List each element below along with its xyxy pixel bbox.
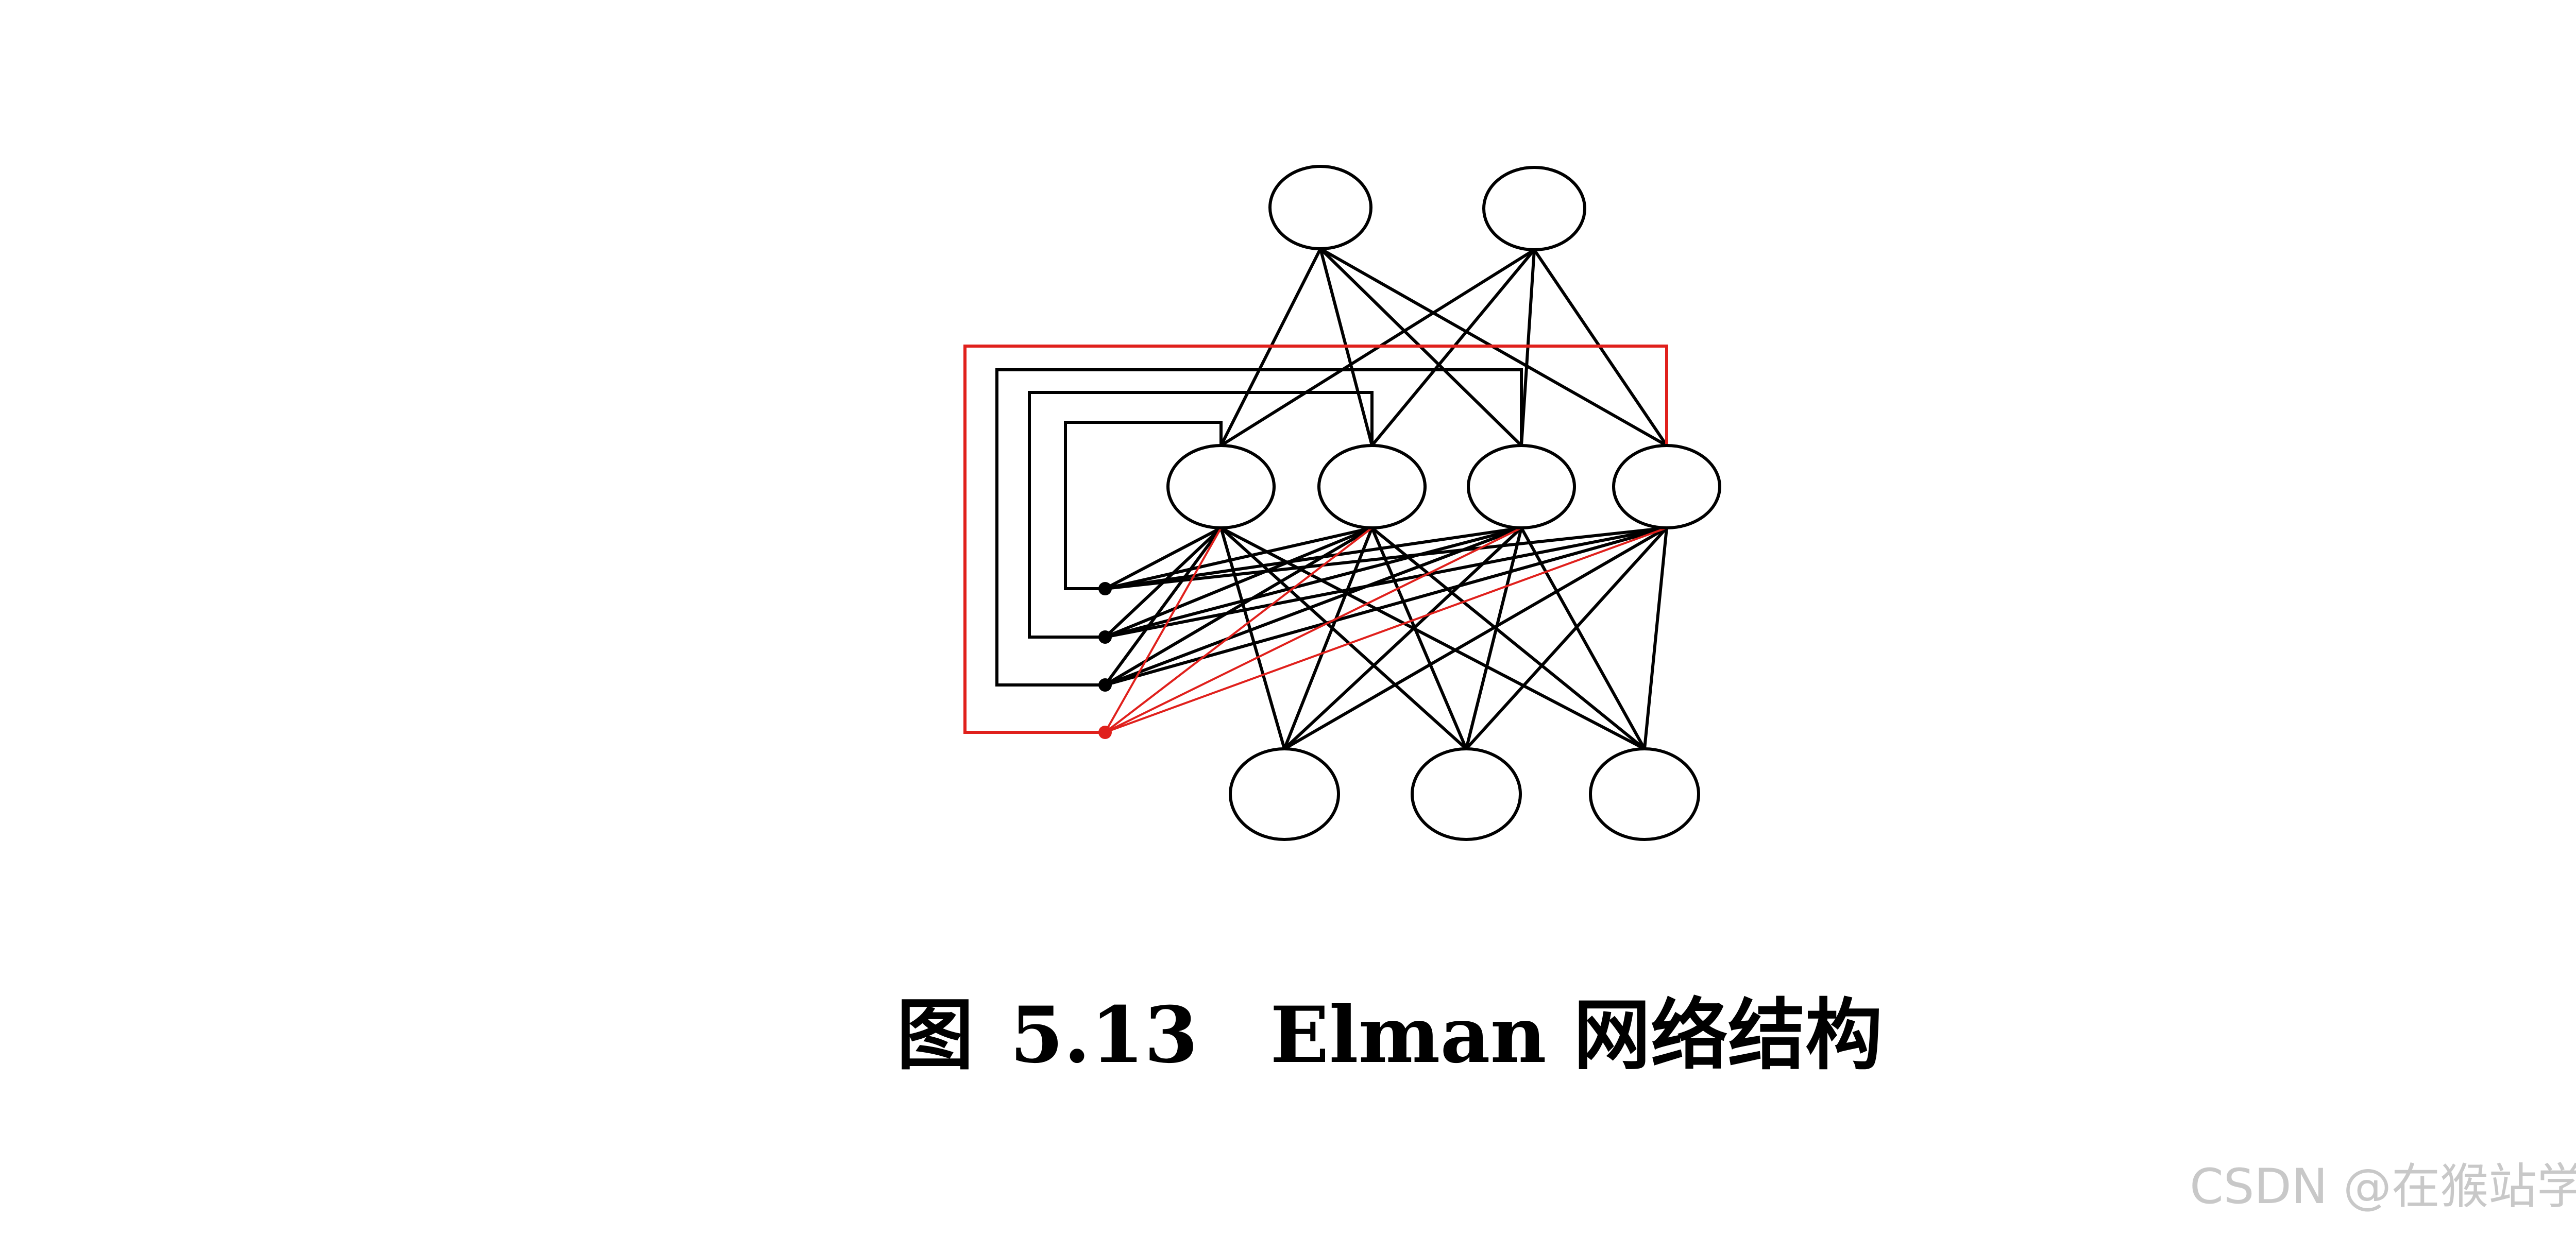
- input-neuron-3: [1589, 747, 1700, 841]
- edge-hidden-1-input-1: [1219, 526, 1286, 750]
- edge-hidden-4-input-3: [1643, 526, 1668, 750]
- edge-context-4-hidden-1: [1104, 527, 1222, 733]
- recurrent-loop-2: [1028, 391, 1374, 639]
- edge-hidden-4-input-2: [1465, 526, 1668, 750]
- hidden-neuron-1: [1166, 444, 1276, 529]
- edge-hidden-2-input-1: [1283, 526, 1374, 750]
- recurrent-loops: [963, 345, 1668, 734]
- edge-context-2-hidden-3: [1104, 526, 1523, 639]
- context-unit-3: [1098, 678, 1112, 692]
- nodes: [1098, 165, 1721, 841]
- output-neuron-2: [1482, 166, 1586, 251]
- edge-context-2-hidden-2: [1104, 526, 1374, 639]
- context-unit-1: [1098, 582, 1112, 595]
- edge-context-4-hidden-3: [1104, 527, 1522, 733]
- edge-context-1-hidden-4: [1104, 526, 1668, 590]
- figure-label: 图: [896, 990, 974, 1080]
- edge-hidden-3-input-1: [1283, 526, 1523, 750]
- watermark: CSDN @在猴站学知识: [2190, 1159, 2576, 1215]
- recurrent-loop-1: [1064, 421, 1223, 590]
- input-neuron-1: [1229, 747, 1340, 841]
- edge-context-3-hidden-2: [1104, 526, 1374, 687]
- edge-context-4-hidden-2: [1104, 527, 1373, 733]
- edge-context-4-hidden-4: [1104, 527, 1668, 733]
- hidden-neuron-4: [1612, 444, 1721, 529]
- hidden-input-edges: [1219, 526, 1668, 750]
- edge-context-1-hidden-3: [1104, 526, 1523, 590]
- hidden-neuron-3: [1467, 444, 1576, 529]
- edge-hidden-1-input-3: [1219, 526, 1646, 750]
- edge-context-1-hidden-1: [1104, 526, 1223, 590]
- context-edges: [1104, 526, 1668, 733]
- recurrent-loop-3: [995, 368, 1523, 687]
- figure-caption: 图 5.13 Elman 网络结构: [896, 990, 1883, 1080]
- edge-context-2-hidden-4: [1104, 526, 1668, 639]
- figure-number: 5.13: [1010, 990, 1198, 1080]
- edge-hidden-4-input-1: [1283, 526, 1668, 750]
- edge-context-2-hidden-1: [1104, 526, 1223, 639]
- context-unit-2: [1098, 630, 1112, 644]
- context-unit-4: [1098, 726, 1112, 739]
- output-neuron-1: [1268, 165, 1372, 250]
- figure-title: Elman 网络结构: [1270, 990, 1883, 1080]
- recurrent-loop-4: [963, 345, 1668, 734]
- edge-context-1-hidden-2: [1104, 526, 1374, 590]
- edge-hidden-2-input-3: [1370, 526, 1646, 750]
- hidden-neuron-2: [1317, 444, 1427, 529]
- edge-context-3-hidden-3: [1104, 526, 1523, 687]
- edge-hidden-3-input-3: [1520, 526, 1646, 750]
- edge-hidden-2-input-2: [1370, 526, 1468, 750]
- input-neuron-2: [1411, 747, 1522, 841]
- edge-context-3-hidden-1: [1104, 526, 1223, 687]
- edge-hidden-3-input-2: [1465, 526, 1523, 750]
- edge-context-3-hidden-4: [1104, 526, 1668, 687]
